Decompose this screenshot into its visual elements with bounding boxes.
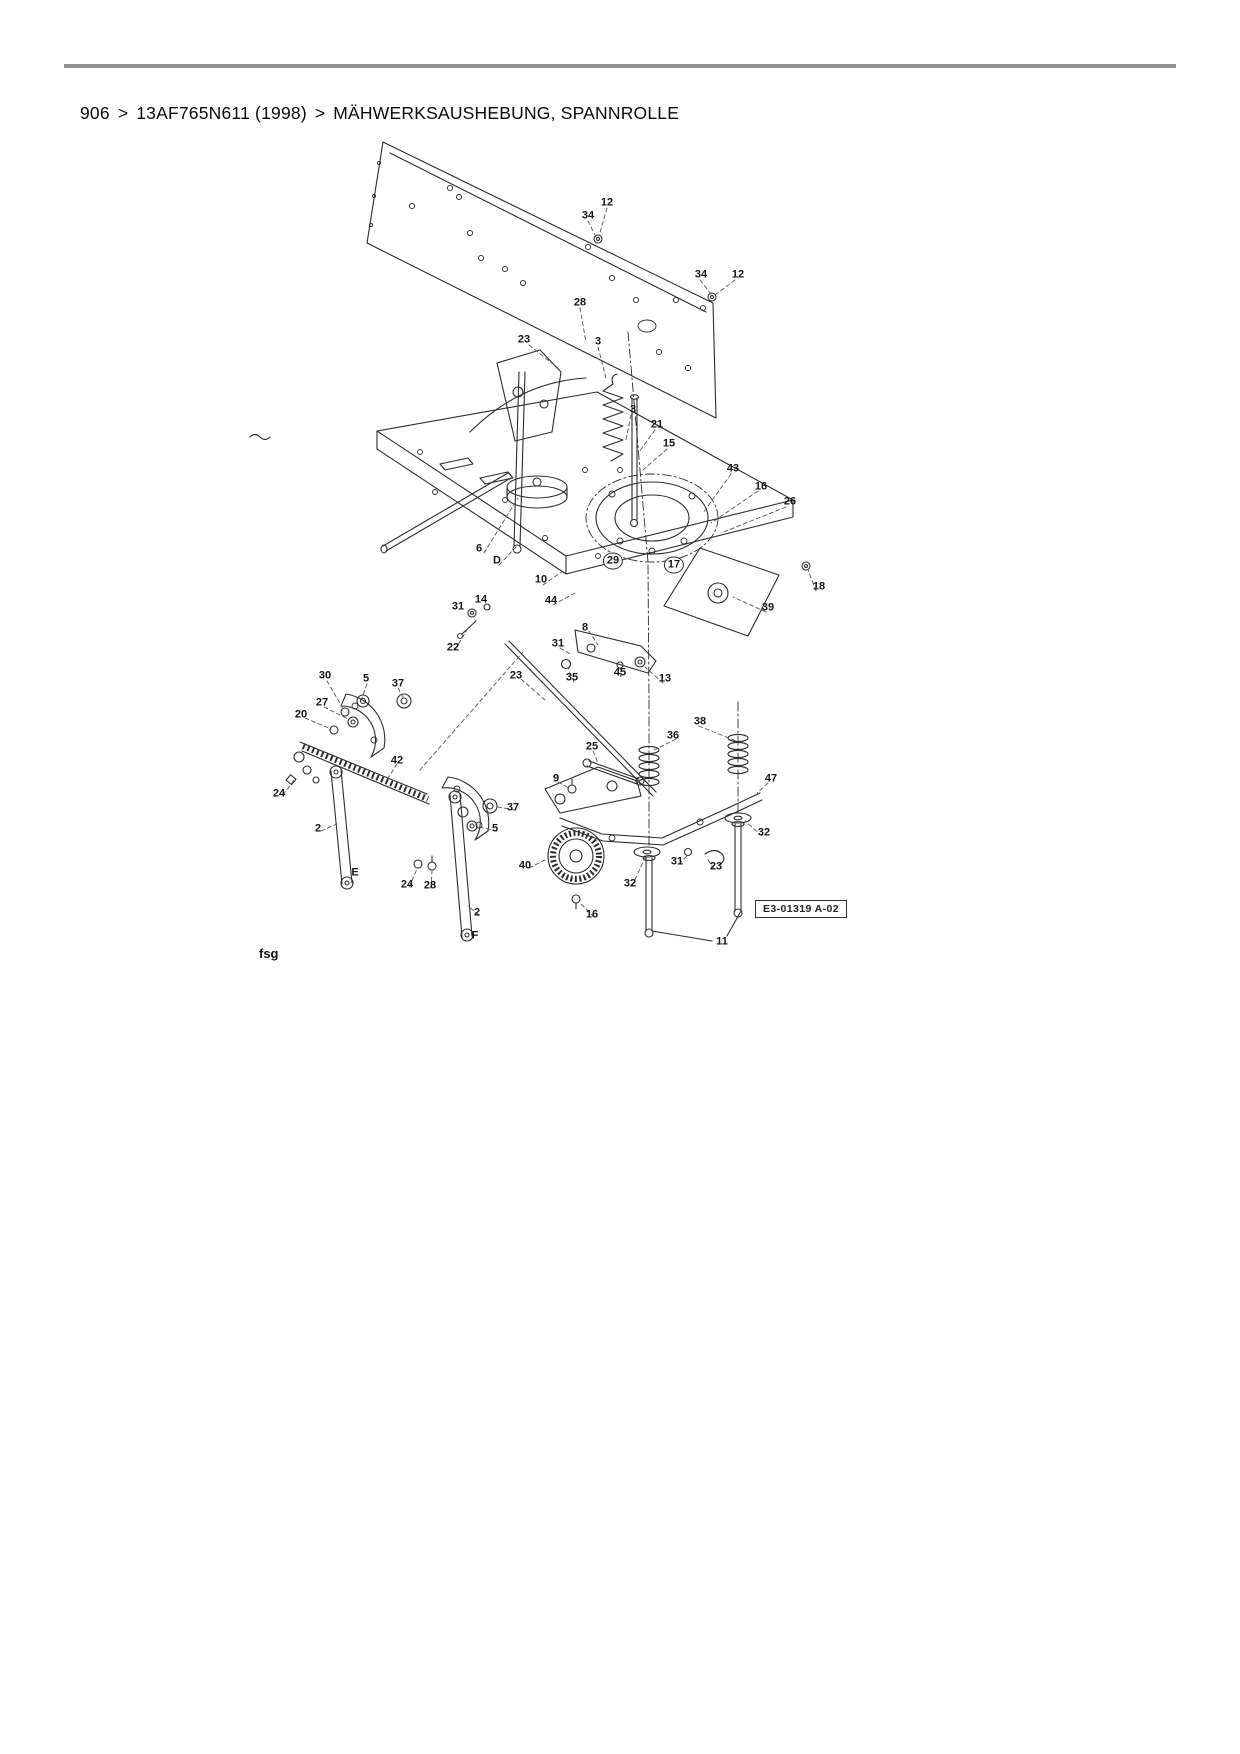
left-bracket-assembly-shape	[285, 693, 498, 942]
callout-36: 36	[666, 729, 680, 742]
callout-39: 39	[761, 601, 775, 614]
callout-17: 17	[663, 556, 685, 574]
callout-43: 43	[726, 462, 740, 475]
drawing-code-box: E3-01319 A-02	[755, 900, 848, 918]
callout-23: 23	[709, 860, 723, 873]
callout-34: 34	[581, 209, 595, 222]
callout-37: 37	[391, 677, 405, 690]
callout-2: 2	[314, 822, 322, 835]
drawing-code: E3-01319 A-02	[763, 903, 840, 915]
callout-31: 31	[551, 637, 565, 650]
callout-15: 15	[662, 437, 676, 450]
callout-31: 31	[451, 600, 465, 613]
callout-40: 40	[518, 859, 532, 872]
callout-29: 29	[602, 552, 624, 570]
callout-5: 5	[491, 822, 499, 835]
margin-squiggle	[249, 433, 271, 441]
leader-lines	[282, 207, 817, 918]
callout-31: 31	[670, 855, 684, 868]
breadcrumb: 906 >13AF765N611 (1998) > MÄHWERKSAUSHEBUNG…	[80, 103, 679, 124]
callout-13: 13	[658, 672, 672, 685]
callout-3: 3	[594, 335, 602, 348]
breadcrumb-item-model[interactable]: 13AF765N611 (1998)	[136, 103, 307, 123]
spring-rod-shape	[602, 331, 650, 701]
top-divider	[64, 64, 1176, 68]
callout-5: 5	[362, 672, 370, 685]
callout-35: 35	[565, 671, 579, 684]
callout-28: 28	[573, 296, 587, 309]
callout-12: 12	[600, 196, 614, 209]
callout-12: 12	[731, 268, 745, 281]
deck-pulley-shape	[506, 475, 568, 509]
callout-23: 23	[509, 669, 523, 682]
callout-27: 27	[315, 696, 329, 709]
idler-assembly-shape	[544, 699, 763, 942]
callout-9: 9	[552, 772, 560, 785]
long-rod-shape	[380, 472, 512, 554]
callout-25: 25	[585, 740, 599, 753]
top-panel-shape	[366, 141, 717, 419]
callout-18: 18	[812, 580, 826, 593]
callout-F: F	[471, 929, 479, 942]
callout-22: 22	[446, 641, 460, 654]
small-bolts-shape	[593, 234, 811, 571]
callout-24: 24	[272, 787, 286, 800]
callout-37: 37	[506, 801, 520, 814]
breadcrumb-item-catalog[interactable]: 906	[80, 103, 110, 123]
callout-21: 21	[650, 418, 664, 431]
corner-mark: fsg	[259, 946, 279, 961]
callout-16: 16	[585, 908, 599, 921]
callout-32: 32	[623, 877, 637, 890]
callout-38: 38	[693, 715, 707, 728]
callout-3: 3	[629, 403, 637, 416]
breadcrumb-item-section: MÄHWERKSAUSHEBUNG, SPANNROLLE	[333, 103, 680, 123]
callout-45: 45	[613, 666, 627, 679]
breadcrumb-separator: >	[117, 103, 129, 123]
callout-8: 8	[581, 621, 589, 634]
callout-10: 10	[534, 573, 548, 586]
callout-6: 6	[475, 542, 483, 555]
callout-47: 47	[764, 772, 778, 785]
callout-E: E	[351, 866, 359, 879]
callout-20: 20	[294, 708, 308, 721]
callout-23: 23	[517, 333, 531, 346]
mid-linkage-shape	[456, 603, 657, 797]
callout-16: 16	[754, 480, 768, 493]
callout-14: 14	[474, 593, 488, 606]
callout-32: 32	[757, 826, 771, 839]
callout-26: 26	[783, 495, 797, 508]
callout-42: 42	[390, 754, 404, 767]
lift-lever-shape	[469, 349, 587, 554]
callout-11: 11	[716, 935, 728, 948]
callout-34: 34	[694, 268, 708, 281]
callout-30: 30	[318, 669, 332, 682]
breadcrumb-separator: >	[314, 103, 326, 123]
callout-28: 28	[423, 879, 437, 892]
callout-44: 44	[544, 594, 558, 607]
callout-D: D	[493, 554, 501, 567]
callout-24: 24	[400, 878, 414, 891]
callout-2: 2	[473, 906, 481, 919]
